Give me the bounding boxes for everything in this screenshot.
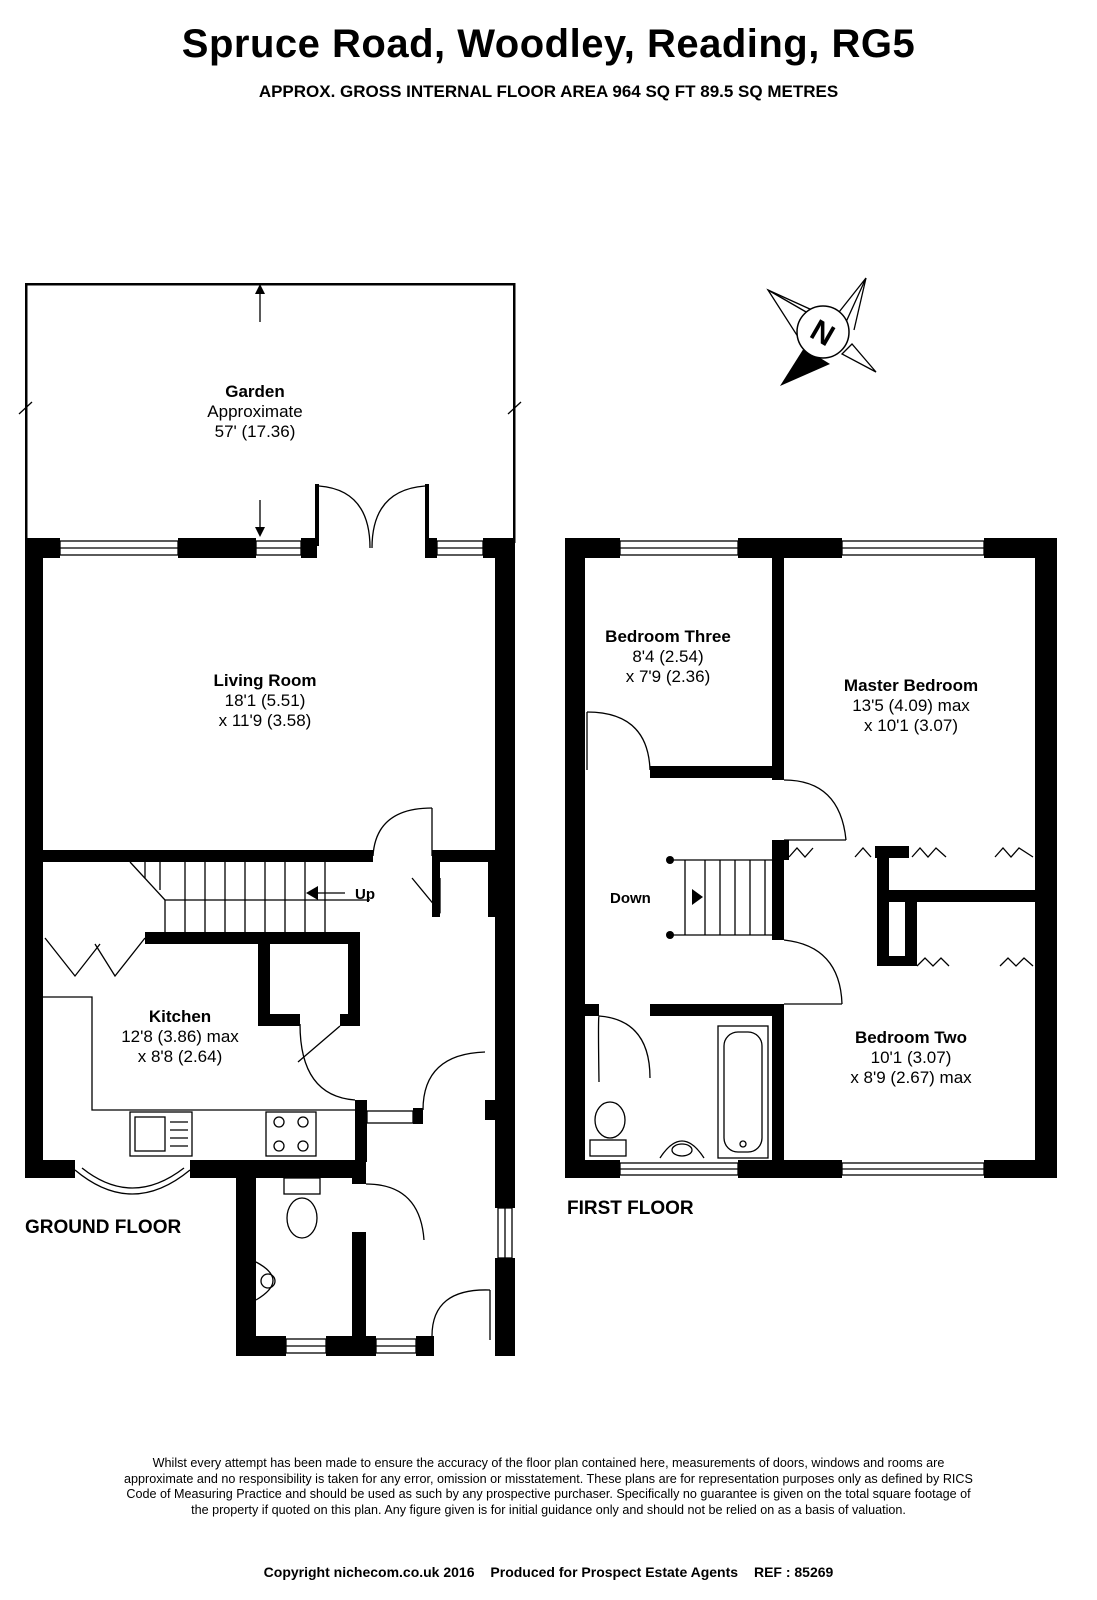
bedroom-three-line1: 8'4 (2.54) [632,647,703,666]
living-room-line2: x 11'9 (3.58) [219,711,312,730]
ground-floor-fixtures [43,996,355,1301]
first-floor-walls [565,538,1057,1178]
master-bedroom-line2: x 10'1 (3.07) [864,716,958,735]
master-bedroom-line1: 13'5 (4.09) max [852,696,970,715]
bedroom-two-name: Bedroom Two [855,1028,967,1047]
living-room-line1: 18'1 (5.51) [225,691,306,710]
disclaimer-text: Whilst every attempt has been made to en… [124,1456,973,1517]
bedroom-two-line2: x 8'9 (2.67) max [850,1068,972,1087]
ground-floor-walls [25,538,515,1356]
ground-floor-label: GROUND FLOOR [25,1217,181,1238]
master-bedroom-name: Master Bedroom [844,676,978,695]
footer-ref: REF : 85269 [753,1564,834,1580]
garden-area [18,283,522,543]
kitchen-line1: 12'8 (3.86) max [121,1027,239,1046]
footer-copyright: Copyright nichecom.co.uk 2016 [263,1564,475,1580]
first-floor-stairs [666,856,772,939]
ground-floor-stairs [129,861,370,932]
page-title: Spruce Road, Woodley, Reading, RG5 [181,22,916,66]
stairs-up-label: Up [355,886,375,903]
bedroom-three-name: Bedroom Three [605,627,731,646]
compass-rose-icon [766,277,877,386]
kitchen-line2: x 8'8 (2.64) [138,1047,223,1066]
first-floor-doors [586,711,1034,1083]
living-room-name: Living Room [214,671,317,690]
garden-line1: Approximate [207,402,302,421]
first-floor-label: FIRST FLOOR [567,1198,694,1219]
bathroom-fixtures [589,1025,769,1159]
bedroom-two-line1: 10'1 (3.07) [871,1048,952,1067]
floor-area-subtitle: APPROX. GROSS INTERNAL FLOOR AREA 964 SQ… [258,82,839,101]
bedroom-three-line2: x 7'9 (2.36) [626,667,711,686]
stairs-down-label: Down [610,890,651,907]
footer: Copyright nichecom.co.uk 2016 Produced f… [0,1564,1097,1580]
kitchen-name: Kitchen [149,1007,211,1026]
garden-name: Garden [225,382,285,401]
garden-line2: 57' (17.36) [215,422,296,441]
ground-floor-doors [44,484,491,1340]
footer-produced-for: Produced for Prospect Estate Agents [490,1564,739,1580]
